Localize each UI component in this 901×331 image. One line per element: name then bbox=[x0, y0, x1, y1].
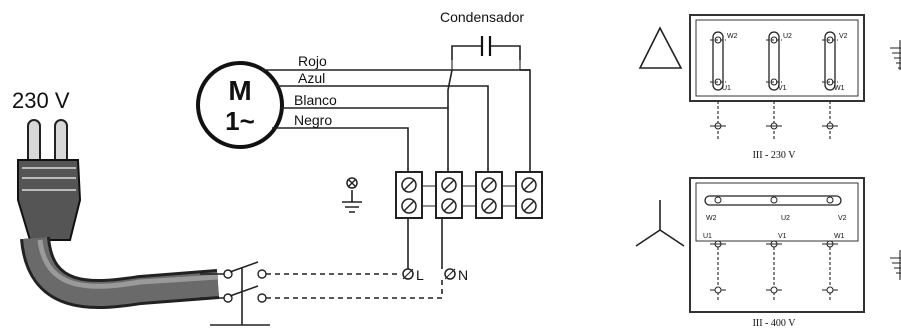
delta-caption: III - 230 V bbox=[753, 150, 797, 161]
line-label: L bbox=[416, 267, 424, 283]
motor-symbol: M 1~ bbox=[196, 61, 284, 149]
delta-symbol-icon bbox=[638, 26, 683, 69]
wire-label-black: Negro bbox=[294, 112, 332, 128]
delta-term-v2: V2 bbox=[839, 33, 848, 40]
supply-voltage-label: 230 V bbox=[12, 88, 70, 113]
star-terminal-box: W2 U2 V2 U1 V1 W1 bbox=[689, 177, 865, 313]
star-term-w1: W1 bbox=[834, 233, 845, 240]
line-terminal: L bbox=[402, 267, 424, 283]
motor-letter: M bbox=[228, 75, 251, 106]
plug-icon bbox=[17, 119, 82, 241]
star-caption: III - 400 V bbox=[753, 318, 797, 329]
star-symbol-icon bbox=[635, 200, 685, 247]
wire-label-red: Rojo bbox=[298, 53, 327, 69]
delta-term-v1: V1 bbox=[778, 85, 787, 92]
delta-terminal-box: W2 U2 V2 U1 V1 W1 bbox=[689, 14, 865, 102]
wire-label-blue: Azul bbox=[298, 70, 325, 86]
double-pole-switch bbox=[210, 261, 270, 326]
capacitor-symbol: Condensador bbox=[440, 9, 530, 108]
ground-icon-right-top bbox=[890, 40, 901, 70]
delta-supply-leads bbox=[710, 101, 838, 140]
neutral-terminal: N bbox=[444, 267, 468, 283]
wire-label-white: Blanco bbox=[294, 92, 337, 108]
star-term-u2: U2 bbox=[781, 215, 790, 222]
star-term-u1: U1 bbox=[703, 233, 712, 240]
star-term-v1: V1 bbox=[778, 233, 787, 240]
capacitor-label: Condensador bbox=[440, 9, 524, 25]
delta-term-w1: W1 bbox=[834, 85, 845, 92]
star-term-v2: V2 bbox=[838, 215, 847, 222]
ground-icon bbox=[342, 177, 362, 213]
delta-term-u2: U2 bbox=[783, 33, 792, 40]
motor-phase: 1~ bbox=[225, 106, 255, 136]
terminal-block bbox=[395, 171, 543, 219]
neutral-label: N bbox=[458, 267, 468, 283]
star-term-w2: W2 bbox=[706, 215, 717, 222]
delta-term-u1: U1 bbox=[722, 85, 731, 92]
ground-icon-right-bottom bbox=[890, 250, 901, 280]
delta-term-w2: W2 bbox=[727, 33, 738, 40]
